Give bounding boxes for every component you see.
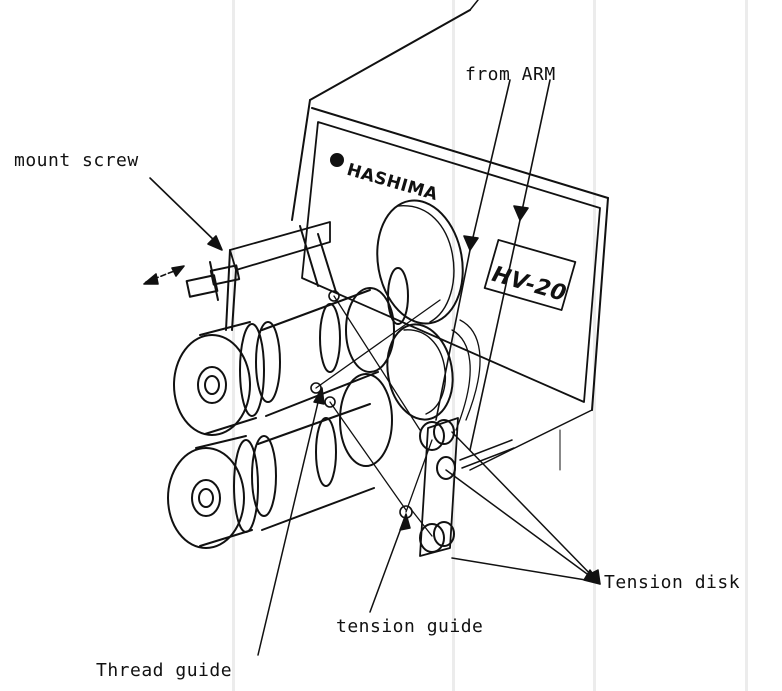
leader-tension-disk <box>445 431 601 585</box>
tension-disk-upper <box>419 419 455 451</box>
scan-artifact <box>593 0 596 691</box>
label-thread-guide: Thread guide <box>96 660 233 681</box>
leader-thread-guide <box>257 387 325 656</box>
scan-artifact <box>232 0 235 691</box>
label-tension-guide: tension guide <box>336 616 484 637</box>
label-from-arm: from ARM <box>465 64 556 85</box>
upper-disc <box>376 199 464 325</box>
leader-tension-guide <box>369 513 411 613</box>
housing-top-edge <box>469 0 479 11</box>
leader-from-arm-1 <box>435 79 511 421</box>
brand-logo <box>330 153 344 167</box>
lower-disc <box>386 323 454 421</box>
lower-spool <box>167 373 393 549</box>
leader-mount-screw <box>149 177 223 251</box>
label-tension-disk: Tension disk <box>604 572 741 593</box>
scan-artifact <box>745 0 748 691</box>
upper-spool <box>173 267 409 436</box>
thread-guide-eyelets <box>310 290 413 519</box>
label-mount-screw: mount screw <box>14 150 139 171</box>
tension-disk-middle <box>436 456 456 480</box>
tension-disk-lower <box>419 521 455 553</box>
leader-from-arm-2 <box>469 79 551 451</box>
machine-housing <box>291 9 609 471</box>
mount-bracket <box>185 221 337 331</box>
motion-arrow <box>143 265 185 285</box>
model-badge <box>483 239 577 311</box>
thread-path <box>315 295 481 537</box>
